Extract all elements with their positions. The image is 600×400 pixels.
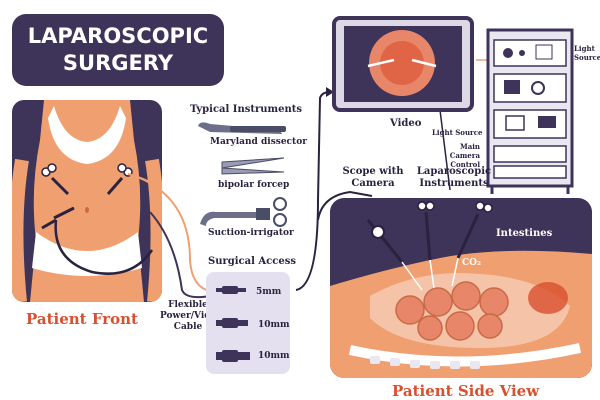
instrument-label-2: bipolar forcep xyxy=(218,180,290,190)
instruments-heading: Typical Instruments xyxy=(190,104,302,115)
co2-label: CO₂ xyxy=(462,258,481,268)
patient-front-panel xyxy=(12,100,162,302)
patient-side-panel xyxy=(330,198,592,378)
title-banner: LAPAROSCOPIC SURGERY xyxy=(12,14,224,86)
cable-label-line-2: Power/Video xyxy=(160,311,223,321)
cable-label: Flexible Power/Video Cable xyxy=(160,300,223,333)
patient-side-label: Patient Side View xyxy=(392,382,540,400)
patient-side-illustration xyxy=(330,201,592,378)
trocar-ports-illustration xyxy=(216,286,250,362)
surgical-access-heading: Surgical Access xyxy=(208,256,296,267)
camera-control-line-1: Main Camera xyxy=(449,142,480,160)
title-line-1: LAPAROSCOPIC xyxy=(27,24,209,48)
instrument-label-3: Suction-irrigator xyxy=(208,228,294,238)
port-label-3: 10mm xyxy=(258,351,290,361)
port-label-2: 10mm xyxy=(258,320,290,330)
camera-control-line-2: Control xyxy=(450,160,480,169)
instruments-side-line-2: Instruments xyxy=(419,178,489,189)
camera-control-label: Main Camera Control xyxy=(430,142,480,169)
port-label-1: 5mm xyxy=(256,287,282,297)
intestines-label: Intestines xyxy=(496,228,553,239)
instrument-label-1: Maryland dissector xyxy=(210,137,307,147)
video-label: Video xyxy=(390,118,422,129)
instruments-side-line-1: Laparoscopic xyxy=(416,166,492,177)
cable-label-line-3: Cable xyxy=(173,322,203,332)
light-source-right-label: Light Source xyxy=(574,44,600,62)
instruments-side-label: Laparoscopic Instruments xyxy=(414,166,494,190)
light-source-left-label: Light Source xyxy=(432,128,483,137)
scope-label-line-2: Camera xyxy=(351,178,395,189)
surgical-access-panel xyxy=(206,272,290,374)
scope-label-line-1: Scope with xyxy=(342,166,404,177)
patient-front-label: Patient Front xyxy=(26,310,138,328)
light-source-right-line-1: Light xyxy=(574,44,595,53)
title-line-2: SURGERY xyxy=(62,51,174,75)
cable-label-line-1: Flexible xyxy=(168,300,208,310)
light-source-right-line-2: Source xyxy=(574,53,600,62)
scope-label: Scope with Camera xyxy=(338,166,408,190)
patient-front-illustration xyxy=(12,100,162,302)
